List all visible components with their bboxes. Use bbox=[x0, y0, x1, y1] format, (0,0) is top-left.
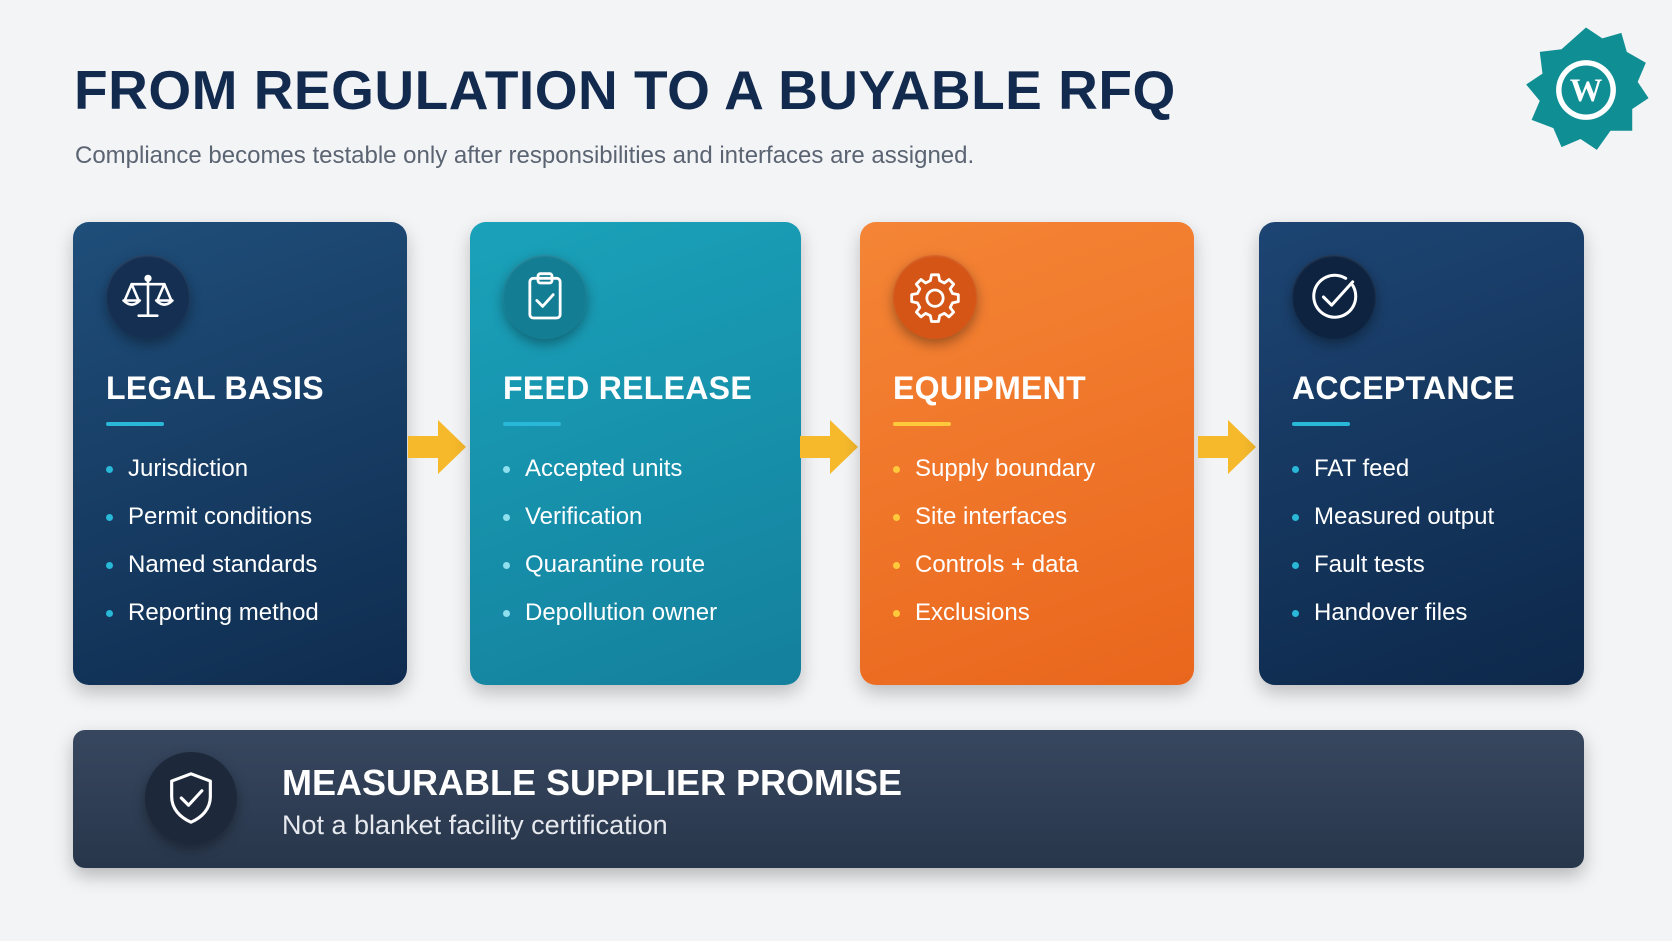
card-list: Accepted units Verification Quarantine r… bbox=[503, 452, 717, 644]
card-equipment: EQUIPMENT Supply boundary Site interface… bbox=[860, 222, 1194, 685]
card-title: LEGAL BASIS bbox=[106, 370, 324, 406]
list-item: Fault tests bbox=[1292, 548, 1494, 596]
card-feed-release: FEED RELEASE Accepted units Verification… bbox=[470, 222, 801, 685]
arrow-right-icon bbox=[408, 420, 466, 474]
supplier-promise-banner: MEASURABLE SUPPLIER PROMISE Not a blanke… bbox=[73, 730, 1584, 868]
clipboard-check-icon-badge bbox=[503, 255, 587, 339]
list-item: Named standards bbox=[106, 548, 319, 596]
card-title: ACCEPTANCE bbox=[1292, 370, 1515, 406]
banner-subtitle: Not a blanket facility certification bbox=[282, 810, 668, 840]
check-circle-icon bbox=[1312, 273, 1358, 319]
list-item: Site interfaces bbox=[893, 500, 1095, 548]
list-item: Handover files bbox=[1292, 596, 1494, 644]
title-underline bbox=[893, 422, 951, 426]
shield-check-icon-badge bbox=[145, 752, 237, 844]
page-title: FROM REGULATION TO A BUYABLE RFQ bbox=[74, 59, 1176, 121]
title-underline bbox=[503, 422, 561, 426]
card-list: Supply boundary Site interfaces Controls… bbox=[893, 452, 1095, 644]
banner-title: MEASURABLE SUPPLIER PROMISE bbox=[282, 762, 903, 803]
list-item: FAT feed bbox=[1292, 452, 1494, 500]
list-item: Exclusions bbox=[893, 596, 1095, 644]
svg-text:W: W bbox=[1570, 73, 1603, 109]
card-acceptance: ACCEPTANCE FAT feed Measured output Faul… bbox=[1259, 222, 1584, 685]
check-circle-icon-badge bbox=[1292, 255, 1376, 339]
list-item: Supply boundary bbox=[893, 452, 1095, 500]
gear-logo-icon: W bbox=[1526, 27, 1649, 150]
list-item: Jurisdiction bbox=[106, 452, 319, 500]
arrow-right-icon bbox=[1198, 420, 1256, 474]
list-item: Accepted units bbox=[503, 452, 717, 500]
scales-icon-badge bbox=[106, 255, 190, 339]
arrow-right-icon bbox=[800, 420, 858, 474]
card-title: EQUIPMENT bbox=[893, 370, 1086, 406]
list-item: Controls + data bbox=[893, 548, 1095, 596]
card-legal-basis: LEGAL BASIS Jurisdiction Permit conditio… bbox=[73, 222, 407, 685]
shield-check-icon bbox=[170, 772, 212, 824]
title-underline bbox=[1292, 422, 1350, 426]
card-list: Jurisdiction Permit conditions Named sta… bbox=[106, 452, 319, 644]
list-item: Permit conditions bbox=[106, 500, 319, 548]
list-item: Measured output bbox=[1292, 500, 1494, 548]
list-item: Verification bbox=[503, 500, 717, 548]
clipboard-check-icon bbox=[528, 272, 562, 320]
scales-icon bbox=[122, 274, 174, 317]
title-underline bbox=[106, 422, 164, 426]
gear-icon-badge bbox=[893, 255, 977, 339]
list-item: Quarantine route bbox=[503, 548, 717, 596]
list-item: Reporting method bbox=[106, 596, 319, 644]
page-subtitle: Compliance becomes testable only after r… bbox=[75, 142, 975, 169]
gear-icon bbox=[910, 273, 960, 323]
list-item: Depollution owner bbox=[503, 596, 717, 644]
card-list: FAT feed Measured output Fault tests Han… bbox=[1292, 452, 1494, 644]
card-title: FEED RELEASE bbox=[503, 370, 752, 406]
